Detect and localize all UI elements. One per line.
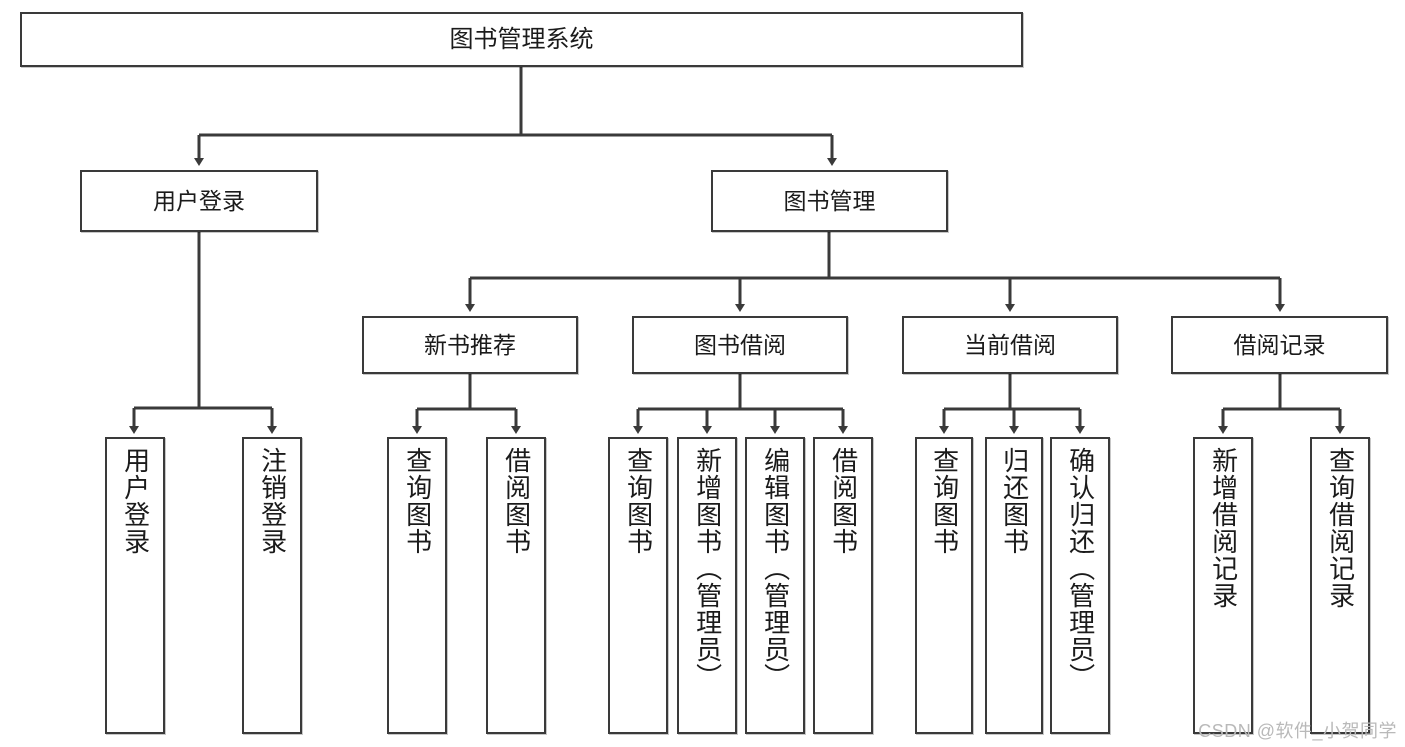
node-leaf-borrow-book-1-label: 借阅图书	[501, 447, 532, 555]
node-leaf-borrow-book-2-label: 借阅图书	[828, 447, 859, 555]
node-leaf-edit-book[interactable]: 编辑图书（管理员）	[745, 437, 805, 734]
node-leaf-query-record[interactable]: 查询借阅记录	[1310, 437, 1370, 734]
node-borrow-record[interactable]: 借阅记录	[1171, 316, 1388, 374]
node-current-borrow[interactable]: 当前借阅	[902, 316, 1118, 374]
node-borrow-record-label: 借阅记录	[1233, 331, 1326, 358]
node-user-login[interactable]: 用户登录	[80, 170, 318, 232]
node-leaf-query-record-label: 查询借阅记录	[1325, 447, 1356, 609]
node-leaf-confirm-return[interactable]: 确认归还（管理员）	[1050, 437, 1110, 734]
node-leaf-logout-login-label: 注销登录	[257, 447, 288, 555]
node-leaf-query-book-3-label: 查询图书	[929, 447, 960, 555]
node-leaf-user-login[interactable]: 用户登录	[105, 437, 165, 734]
node-book-manage[interactable]: 图书管理	[711, 170, 948, 232]
node-leaf-query-book-1[interactable]: 查询图书	[387, 437, 447, 734]
node-root-system[interactable]: 图书管理系统	[20, 12, 1023, 67]
node-book-borrow-label: 图书借阅	[694, 331, 786, 358]
node-leaf-borrow-book-2[interactable]: 借阅图书	[813, 437, 873, 734]
node-leaf-add-record[interactable]: 新增借阅记录	[1193, 437, 1253, 734]
node-leaf-add-book-label: 新增图书（管理员）	[692, 447, 723, 690]
node-new-book-rec[interactable]: 新书推荐	[362, 316, 578, 374]
node-leaf-query-book-2-label: 查询图书	[623, 447, 654, 555]
node-leaf-query-book-2[interactable]: 查询图书	[608, 437, 668, 734]
node-leaf-confirm-return-label: 确认归还（管理员）	[1065, 447, 1096, 690]
node-root-system-label: 图书管理系统	[449, 25, 594, 53]
node-leaf-edit-book-label: 编辑图书（管理员）	[760, 447, 791, 690]
node-leaf-query-book-1-label: 查询图书	[402, 447, 433, 555]
node-book-manage-label: 图书管理	[783, 187, 876, 214]
node-current-borrow-label: 当前借阅	[964, 331, 1056, 358]
node-leaf-logout-login[interactable]: 注销登录	[242, 437, 302, 734]
node-user-login-label: 用户登录	[153, 187, 245, 214]
node-leaf-query-book-3[interactable]: 查询图书	[915, 437, 973, 734]
node-leaf-add-record-label: 新增借阅记录	[1208, 447, 1239, 609]
node-new-book-rec-label: 新书推荐	[424, 331, 516, 358]
node-leaf-user-login-label: 用户登录	[120, 447, 151, 555]
node-leaf-return-book[interactable]: 归还图书	[985, 437, 1043, 734]
node-leaf-borrow-book-1[interactable]: 借阅图书	[486, 437, 546, 734]
node-leaf-add-book[interactable]: 新增图书（管理员）	[677, 437, 737, 734]
node-book-borrow[interactable]: 图书借阅	[632, 316, 848, 374]
node-leaf-return-book-label: 归还图书	[999, 447, 1030, 555]
